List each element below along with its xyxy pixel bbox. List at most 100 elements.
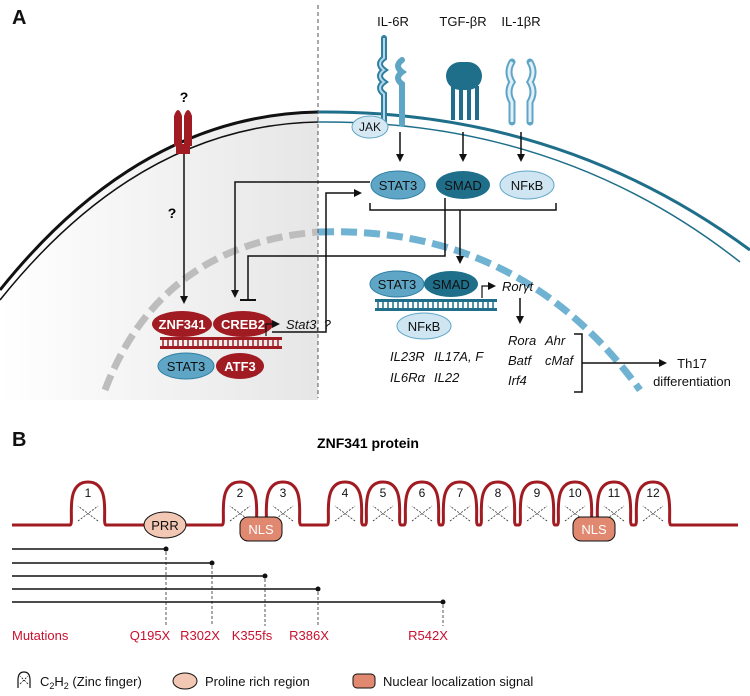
legend-prr: Proline rich region	[205, 674, 310, 689]
il1br-receptor-icon	[505, 58, 537, 126]
stat3-dna-label: STAT3	[167, 359, 206, 374]
cyto-bracket	[369, 203, 557, 211]
zinc-finger-11: 11	[603, 486, 625, 522]
zinc-finger-label-4: 4	[342, 486, 349, 500]
unknown-receptor-icon	[174, 110, 192, 154]
zinc-finger-label-6: 6	[419, 486, 426, 500]
zinc-finger-7: 7	[449, 486, 471, 522]
legend-zinc-finger: C2H2 (Zinc finger)	[40, 674, 142, 691]
mutation-r386x: R386X	[289, 628, 329, 643]
zinc-finger-label-8: 8	[495, 486, 502, 500]
zinc-finger-9: 9	[526, 486, 548, 522]
zinc-finger-6: 6	[411, 486, 433, 522]
nfkb-cyto-label: NFκB	[511, 178, 544, 193]
gene-cmaf: cMaf	[545, 353, 575, 368]
zinc-finger-4: 4	[334, 486, 356, 522]
smad-nuc-label: SMAD	[432, 277, 470, 292]
zinc-finger-10: 10	[564, 486, 586, 522]
question-mark-mid: ?	[168, 205, 177, 221]
th17-label-line2: differentiation	[653, 374, 731, 389]
zinc-finger-label-12: 12	[646, 486, 660, 500]
panel-b-label: B	[12, 429, 26, 451]
atf3-node	[216, 353, 264, 379]
stat3-dna-node	[157, 352, 215, 380]
truncation-lines	[12, 546, 446, 626]
nucleus-envelope	[101, 228, 643, 393]
zinc-finger-label-10: 10	[568, 486, 582, 500]
mutations-label: Mutations	[12, 628, 69, 643]
panel-a-label: A	[12, 7, 26, 29]
creb2-node	[213, 311, 273, 337]
legend-nls: Nuclear localization signal	[383, 674, 533, 689]
arrow-stat3-gene-loop	[272, 189, 362, 333]
dna-right	[375, 299, 497, 311]
prr-domain	[143, 511, 187, 539]
gene-batf: Batf	[508, 353, 533, 368]
jak-node	[351, 115, 389, 139]
zinc-finger-label-5: 5	[380, 486, 387, 500]
gene-irf4: Irf4	[508, 373, 527, 388]
smad-nuc-node	[424, 271, 478, 297]
znf341-node	[152, 311, 212, 337]
promoter-arrow-left	[265, 320, 280, 336]
zinc-finger-5: 5	[372, 486, 394, 522]
zinc-finger-8: 8	[487, 486, 509, 522]
zinc-finger-label-11: 11	[608, 486, 621, 500]
smad-cyto-node	[436, 171, 490, 199]
tgfbr-receptor-icon	[446, 62, 482, 120]
mutation-k355fs: K355fs	[232, 628, 273, 643]
stat3-target-label: Stat3, ?	[286, 317, 332, 332]
nfkb-cyto-node	[499, 170, 555, 200]
nls-legend-icon	[352, 673, 376, 689]
zinc-finger-label-7: 7	[457, 486, 464, 500]
gene-il6ra: IL6Rα	[390, 370, 425, 385]
stat3-cyto-label: STAT3	[379, 178, 418, 193]
stat3-nuc-label: STAT3	[378, 277, 417, 292]
smad-cyto-label: SMAD	[444, 178, 482, 193]
prr-legend-icon	[172, 672, 198, 690]
il6r-receptor-icon	[377, 35, 407, 127]
gene-il22: IL22	[434, 370, 460, 385]
nls-label-1: NLS	[248, 522, 274, 537]
zinc-finger-label-9: 9	[534, 486, 541, 500]
receptor-label-il6r: IL-6R	[377, 14, 409, 29]
nfkb-nuc-label: NFκB	[408, 319, 441, 334]
jak-label: JAK	[359, 120, 381, 134]
question-mark-top: ?	[180, 89, 189, 105]
targets-bracket	[574, 333, 583, 393]
legend: C2H2 (Zinc finger) Proline rich region N…	[17, 671, 533, 691]
creb2-label: CREB2	[221, 317, 265, 332]
stat3-cyto-node	[370, 170, 426, 200]
nls-domain-1	[239, 516, 283, 542]
nls-label-2: NLS	[581, 522, 607, 537]
receptor-label-il1br: IL-1βR	[501, 14, 540, 29]
zinc-finger-label-2: 2	[237, 486, 244, 500]
gene-il23r: IL23R	[390, 349, 425, 364]
inhibit-smad-creb2	[247, 198, 446, 300]
zinc-finger-2: 2	[229, 486, 251, 522]
gene-il17af: IL17A, F	[434, 349, 484, 364]
zinc-finger-3: 3	[272, 486, 294, 522]
gene-ahr: Ahr	[544, 333, 566, 348]
nls-domain-2	[572, 516, 616, 542]
dna-left	[160, 337, 282, 349]
protein-title: ZNF341 protein	[317, 435, 419, 451]
zinc-finger-label-3: 3	[280, 486, 287, 500]
mutation-r542x: R542X	[408, 628, 448, 643]
rorgt-label: Rorγt	[502, 279, 534, 294]
zinc-finger-12: 12	[642, 486, 664, 522]
zinc-finger-1: 1	[77, 486, 99, 522]
th17-label-line1: Th17	[677, 356, 707, 371]
mutation-q195x: Q195X	[130, 628, 171, 643]
zinc-finger-label-1: 1	[85, 486, 92, 500]
nfkb-nuc-node	[396, 312, 452, 340]
znf341-label: ZNF341	[159, 317, 206, 332]
mutation-r302x: R302X	[180, 628, 220, 643]
zinc-finger-legend-icon	[17, 671, 31, 688]
receptor-label-tgfbr: TGF-βR	[439, 14, 486, 29]
atf3-label: ATF3	[224, 359, 256, 374]
arrow-stat3-to-creb2	[231, 181, 370, 298]
prr-label: PRR	[151, 518, 178, 533]
